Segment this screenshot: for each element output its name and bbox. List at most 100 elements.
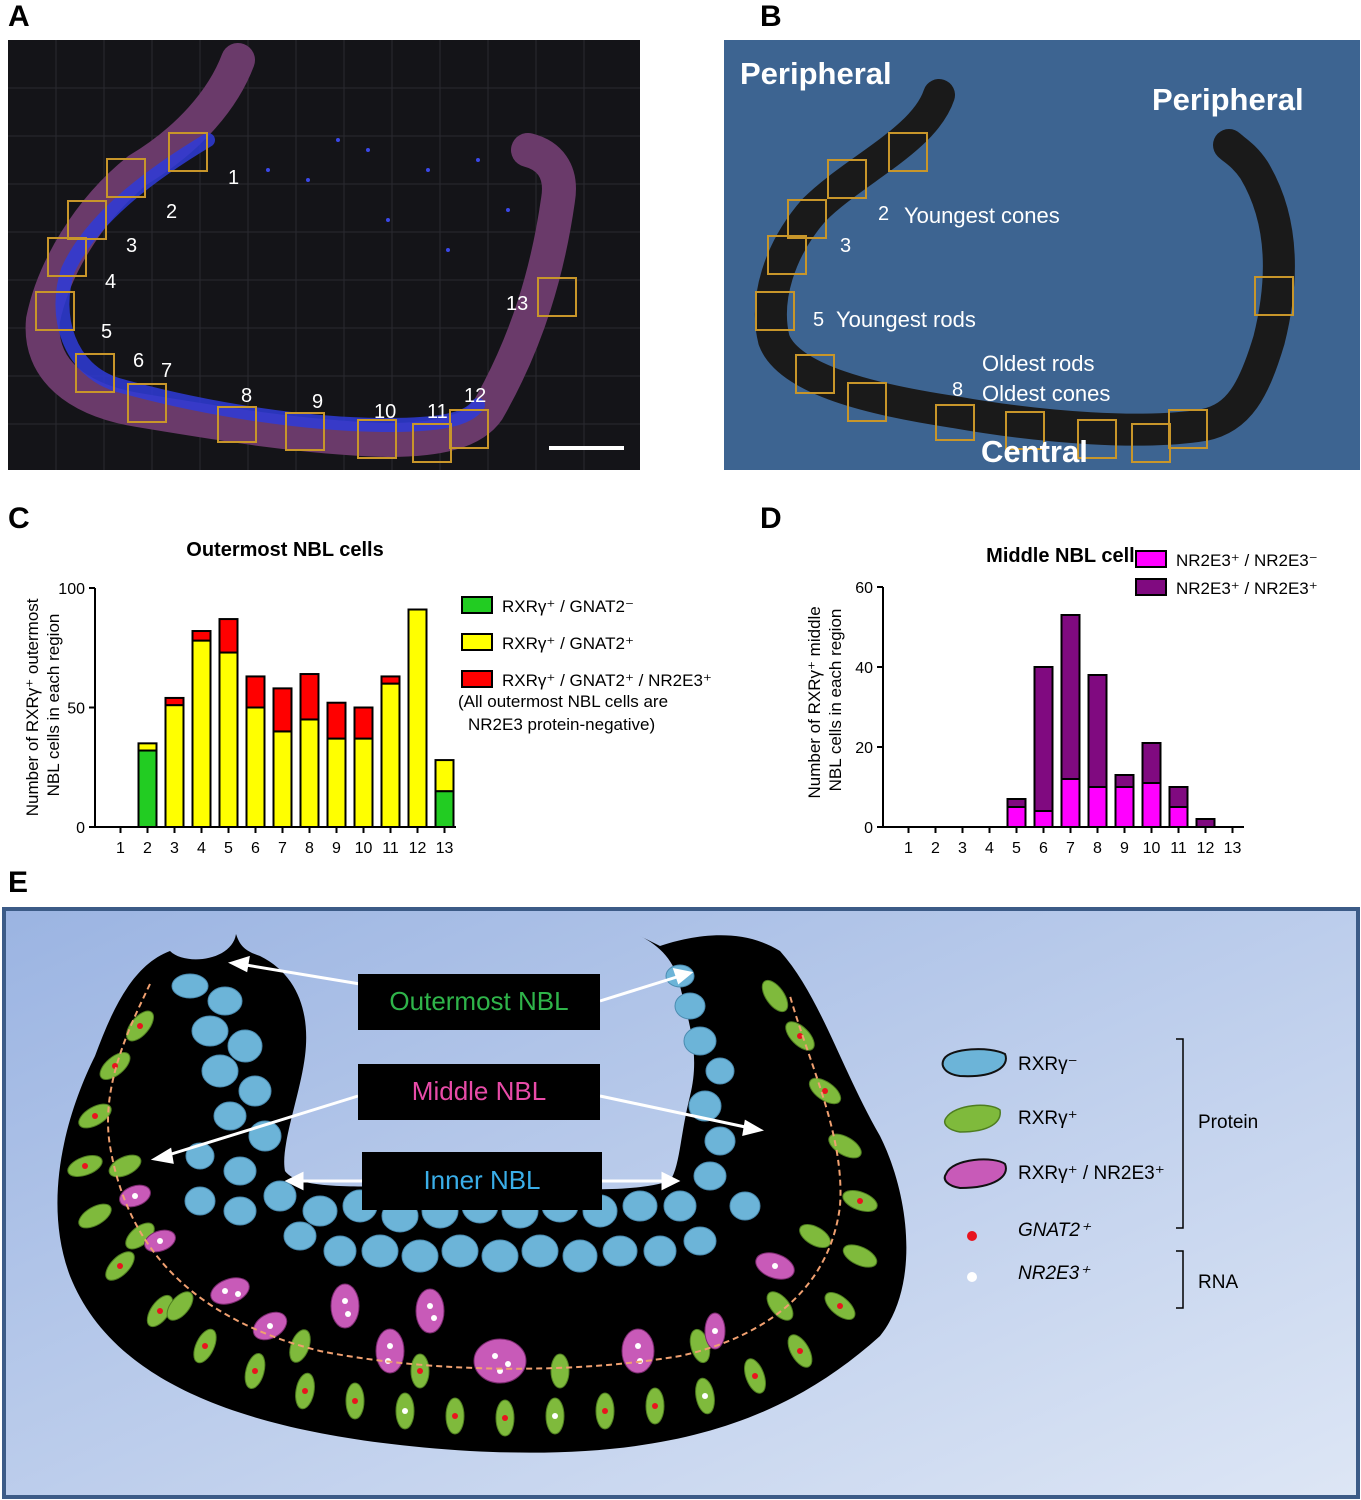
bar-segment — [380, 675, 401, 685]
bar-segment — [191, 639, 212, 828]
bar-segment — [1087, 786, 1108, 828]
region-label-12: 12 — [464, 385, 486, 407]
legend-label: RXRγ⁺ / GNAT2⁺ / NR2E3⁺ — [502, 671, 712, 690]
bar-segment — [1006, 798, 1027, 808]
chart-c-note-line1: (All outermost NBL cells are — [458, 692, 668, 711]
bar-segment — [218, 618, 239, 654]
bar-segment — [380, 682, 401, 828]
bar-segment — [353, 706, 374, 740]
bar-segment — [1033, 810, 1054, 828]
region-box-12 — [449, 409, 489, 449]
rna-bracket — [1176, 1250, 1184, 1309]
scattered-nuclei — [266, 138, 510, 252]
schematic-labels: Peripheral Peripheral Central 2 Youngest… — [740, 56, 1304, 469]
chart-c-ylabel: Number of RXRγ⁺ outermost NBL cells in e… — [23, 594, 63, 817]
x-tick-label: 7 — [1066, 840, 1075, 857]
legend-swatch — [1135, 578, 1167, 596]
chart-d-ylabel-line2: NBL cells in each region — [826, 609, 845, 792]
x-tick-label: 10 — [355, 840, 373, 857]
chart-d-title: Middle NBL cells — [986, 545, 1146, 567]
x-tick-label: 9 — [1120, 840, 1129, 857]
panel-b-letter: B — [760, 0, 782, 33]
region-label-7: 7 — [161, 360, 172, 382]
legend-rna-label: RNA — [1198, 1272, 1238, 1293]
region-box-1 — [168, 132, 208, 172]
x-tick-label: 8 — [305, 840, 314, 857]
youngest-cones-label: Youngest cones — [904, 203, 1060, 228]
region-label-2: 2 — [166, 201, 177, 223]
bar-segment — [137, 742, 158, 752]
legend-rxrg-nr2e3-label: RXRγ⁺ / NR2E3⁺ — [1018, 1163, 1165, 1184]
region-label-9: 9 — [312, 391, 323, 413]
label-arrows — [150, 955, 764, 1191]
bar-segment — [137, 749, 158, 829]
bar-segment — [1114, 786, 1135, 828]
annotation-region-8: 8 — [952, 379, 963, 401]
legend-gnat2-label: GNAT2⁺ — [1018, 1220, 1092, 1241]
legend-rxrg-pos-swatch — [944, 1104, 1001, 1133]
chart-d-ylabel-line1: Number of RXRγ⁺ middle — [805, 606, 824, 798]
bar-segment — [164, 704, 185, 828]
oldest-rods-label: Oldest rods — [982, 351, 1095, 376]
x-tick-label: 9 — [332, 840, 341, 857]
gnat2-rna-dots — [82, 1023, 863, 1421]
y-tick-label: 40 — [855, 660, 873, 677]
outermost-nbl-label: Outermost NBL — [389, 986, 568, 1016]
middle-nbl-label-box — [358, 1064, 600, 1120]
legend-swatch — [461, 596, 493, 614]
x-tick-label: 4 — [197, 840, 206, 857]
x-tick-label: 3 — [958, 840, 967, 857]
x-tick-label: 8 — [1093, 840, 1102, 857]
panel-d-letter: D — [760, 502, 782, 535]
x-tick-label: 7 — [278, 840, 287, 857]
legend-gnat2-dot — [967, 1231, 977, 1241]
region-label-4: 4 — [105, 271, 116, 293]
region-label-1: 1 — [228, 167, 239, 189]
bar-segment — [1114, 774, 1135, 788]
arrow-outermost-right — [599, 974, 681, 1003]
protein-bracket — [1176, 1038, 1184, 1229]
middle-nbl-label: Middle NBL — [412, 1076, 546, 1106]
bar-segment — [272, 730, 293, 828]
region-box-13 — [537, 277, 577, 317]
panel-b-schematic: Peripheral Peripheral Central 2 Youngest… — [724, 40, 1360, 470]
region-box-6 — [75, 353, 115, 393]
panel-e-diagram: Outermost NBL Middle NBL Inner NBL RXRγ⁻… — [2, 907, 1360, 1499]
bar-segment — [1168, 806, 1189, 828]
bar-segment — [326, 701, 347, 740]
panel-c-letter: C — [8, 502, 30, 535]
y-tick-label: 50 — [67, 701, 85, 718]
region-box-4 — [47, 237, 87, 277]
region-label-10: 10 — [374, 401, 396, 423]
panel-e-legend: RXRγ⁻ RXRγ⁺ RXRγ⁺ / NR2E3⁺ GNAT2⁺ NR2E3⁺… — [941, 1038, 1258, 1309]
y-tick-label: 0 — [864, 820, 873, 837]
bar-segment — [1060, 614, 1081, 780]
oldest-cones-label: Oldest cones — [982, 381, 1110, 406]
arrow-outermost-left — [239, 962, 361, 986]
x-tick-label: 12 — [409, 840, 427, 857]
bar-segment — [434, 790, 455, 828]
x-tick-label: 11 — [1170, 840, 1187, 857]
region-box-10 — [357, 419, 397, 459]
bar-segment — [326, 737, 347, 829]
legend-nr2e3-dot — [967, 1272, 977, 1282]
bar-segment — [272, 687, 293, 733]
schematic-region-boxes — [755, 132, 1294, 463]
region-boxes — [35, 132, 577, 463]
legend-label: NR2E3⁺ / NR2E3⁻ — [1176, 551, 1318, 570]
x-tick-label: 6 — [251, 840, 260, 857]
x-tick-label: 1 — [116, 840, 125, 857]
bar-segment — [1195, 818, 1216, 828]
x-tick-label: 11 — [382, 840, 399, 857]
region-label-5: 5 — [101, 321, 112, 343]
x-tick-label: 13 — [1224, 840, 1242, 857]
central-label: Central — [981, 434, 1088, 469]
bar-segment — [299, 718, 320, 828]
legend-rxrg-pos-label: RXRγ⁺ — [1018, 1108, 1078, 1129]
chart-d-ylabel: Number of RXRγ⁺ middle NBL cells in each… — [805, 602, 845, 799]
x-tick-label: 2 — [143, 840, 152, 857]
region-labels: 1 2 3 4 5 6 7 8 9 10 11 12 13 — [101, 167, 528, 423]
region-label-8: 8 — [241, 385, 252, 407]
